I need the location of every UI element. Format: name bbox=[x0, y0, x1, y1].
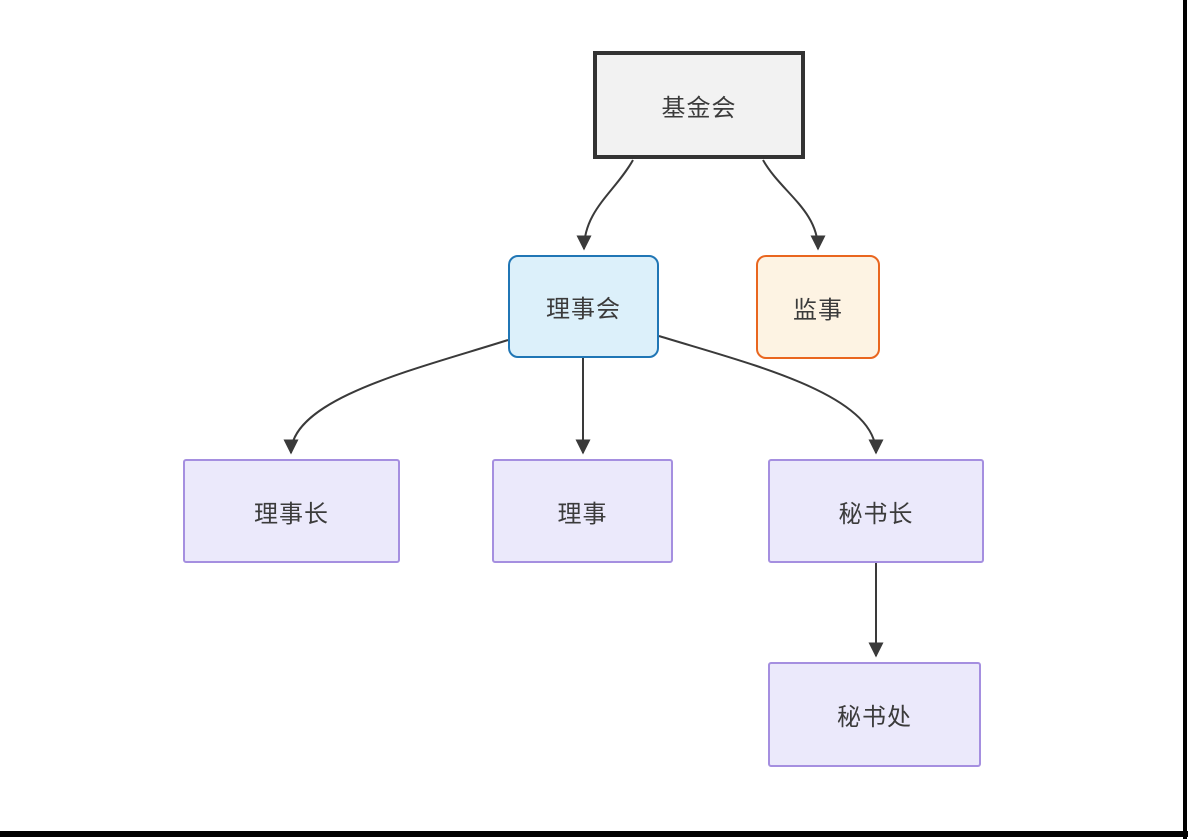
node-board: 理事会 bbox=[508, 255, 659, 358]
node-supervisor-label: 监事 bbox=[793, 296, 843, 324]
edge-foundation-supervisor bbox=[762, 159, 826, 251]
page-border-right bbox=[1183, 0, 1187, 839]
node-director-label: 理事 bbox=[557, 500, 608, 528]
node-foundation: 基金会 bbox=[593, 51, 805, 159]
node-chairman: 理事长 bbox=[183, 459, 400, 563]
node-foundation-label: 基金会 bbox=[661, 94, 737, 122]
node-board-label: 理事会 bbox=[546, 296, 621, 323]
edge-board-chairman bbox=[283, 339, 509, 455]
node-director: 理事 bbox=[492, 459, 673, 563]
node-secretariat: 秘书处 bbox=[768, 662, 981, 767]
edge-foundation-board bbox=[576, 159, 634, 251]
node-secretary-general: 秘书长 bbox=[768, 459, 984, 563]
node-chairman-label: 理事长 bbox=[254, 500, 329, 528]
node-supervisor: 监事 bbox=[756, 255, 880, 359]
page-border-bottom bbox=[0, 831, 1188, 837]
node-secretariat-label: 秘书处 bbox=[837, 704, 912, 731]
node-secretary-general-label: 秘书长 bbox=[838, 500, 914, 528]
